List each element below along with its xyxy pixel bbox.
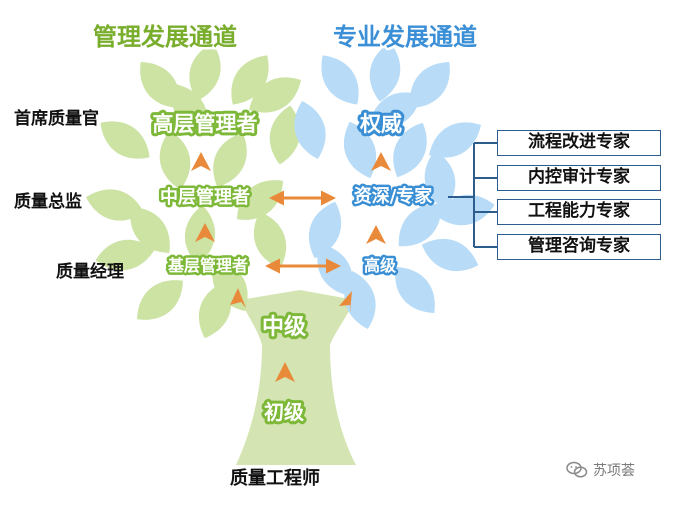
- arrow-up-junior: [195, 223, 215, 242]
- senior-manager-node: 高层管理者: [153, 112, 258, 136]
- expert-type-internal-audit: 内控审计专家: [497, 165, 661, 191]
- arrow-up-expert: [371, 152, 391, 171]
- quality-director-label: 质量总监: [14, 192, 82, 212]
- senior-expert-node: 资深/专家: [354, 185, 434, 207]
- authority-node: 权威: [359, 112, 402, 136]
- expert-type-management-consulting: 管理咨询专家: [497, 234, 661, 260]
- senior-level-node: 高级: [364, 256, 397, 275]
- professional-channel-title: 专业发展通道: [333, 23, 477, 51]
- arrow-up-entry: [275, 362, 295, 382]
- middle-manager-node: 中层管理者: [160, 186, 250, 208]
- management-foliage: [86, 43, 301, 339]
- arrow-up-middle: [191, 152, 211, 171]
- arrow-up-left-intermediate: [230, 288, 246, 308]
- quality-engineer-label: 质量工程师: [230, 468, 320, 489]
- chief-quality-officer-label: 首席质量官: [14, 109, 99, 129]
- expert-type-process-improvement: 流程改进专家: [497, 130, 661, 156]
- expert-type-engineering-capability: 工程能力专家: [497, 199, 661, 225]
- junior-manager-node: 基层管理者: [167, 256, 248, 275]
- intermediate-level-node: 中级: [262, 314, 306, 340]
- entry-level-node: 初级: [264, 400, 304, 424]
- management-channel-title: 管理发展通道: [93, 23, 237, 51]
- arrow-up-senior: [366, 225, 386, 244]
- expert-bracket: [448, 142, 497, 248]
- professional-foliage: [294, 42, 495, 329]
- progression-arrows: [191, 152, 391, 382]
- watermark-text: 苏项荟: [593, 463, 635, 479]
- wechat-icon: [566, 461, 588, 478]
- watermark: 苏项荟: [566, 460, 635, 480]
- quality-manager-label: 质量经理: [56, 262, 124, 282]
- arrow-up-right-intermediate: [339, 291, 352, 312]
- tree-trunk: [236, 290, 356, 465]
